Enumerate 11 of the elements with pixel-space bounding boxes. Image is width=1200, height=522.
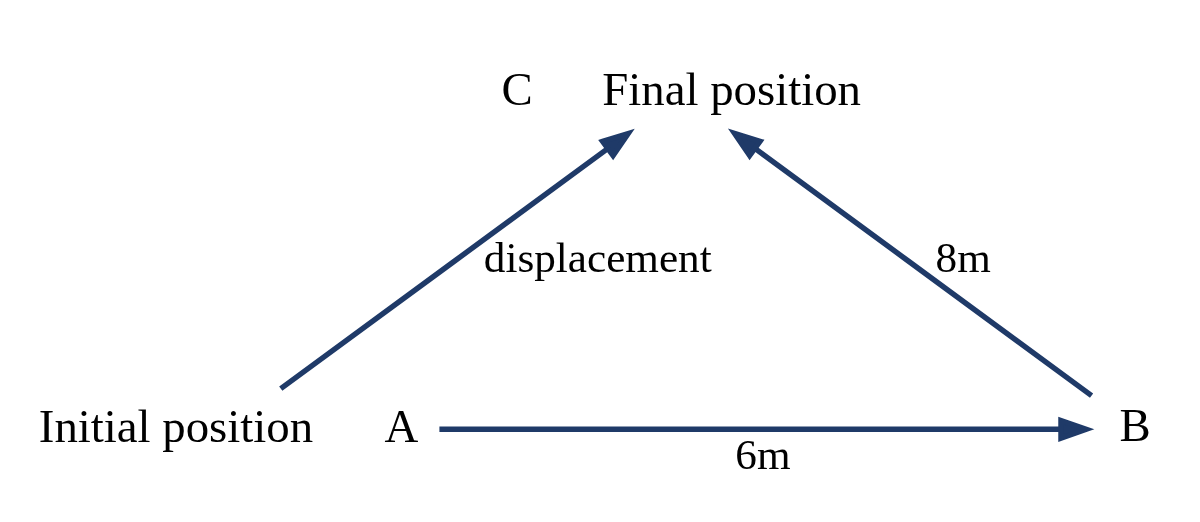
arrow: [439, 416, 1095, 442]
arrow: [727, 128, 1094, 398]
node-text: A: [384, 399, 419, 452]
node-text: B: [1119, 398, 1151, 451]
node-label: Final position: [602, 62, 861, 115]
edge-label: 8m: [935, 234, 991, 282]
edge-label: 6m: [735, 431, 791, 479]
node-label: Initial position: [38, 399, 314, 452]
edge-label: displacement: [483, 234, 712, 282]
node-text: C: [501, 62, 533, 115]
arrow: [279, 128, 635, 391]
